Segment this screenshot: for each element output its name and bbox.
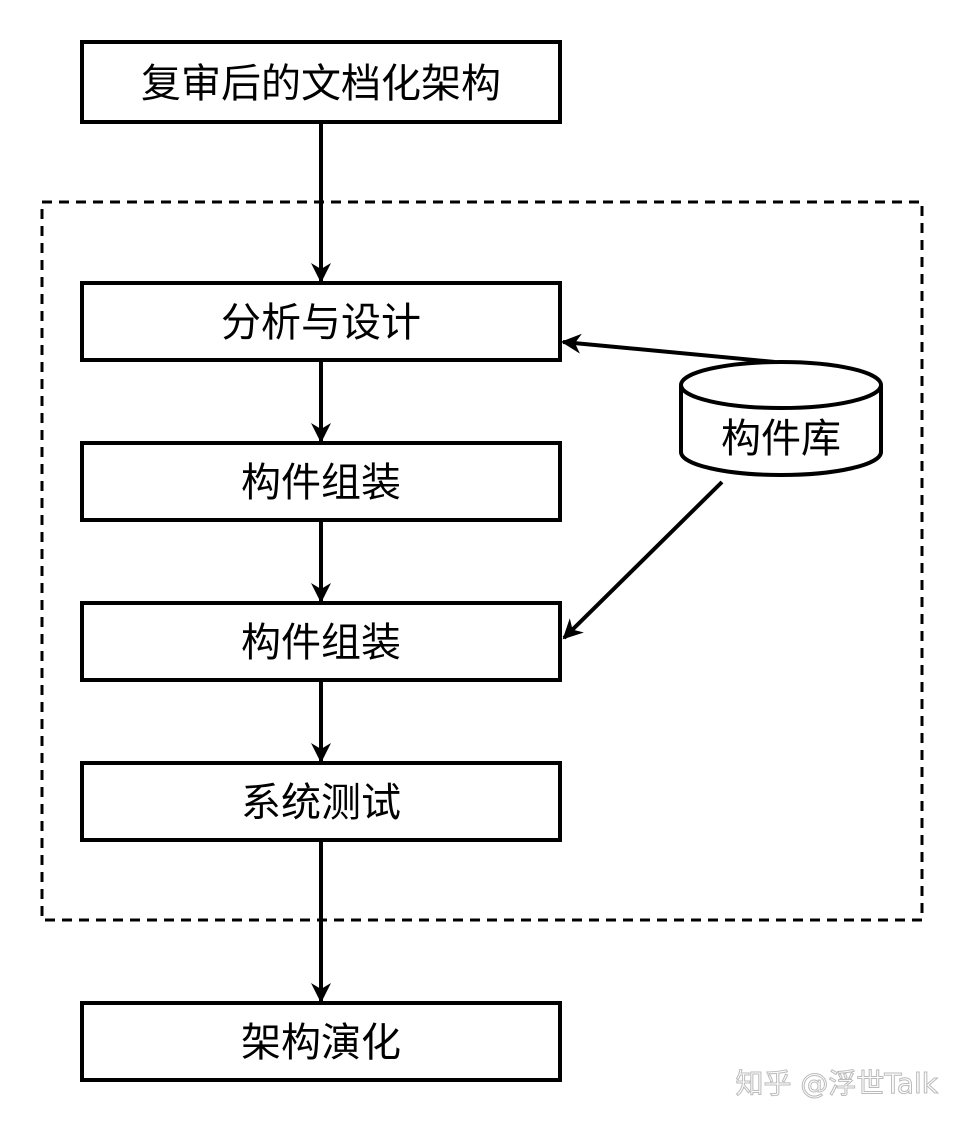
component-library-database-icon: 构件库	[679, 360, 883, 477]
arrow-library-to-assembly2	[562, 480, 724, 640]
node-component-assembly-1: 构件组装	[80, 441, 562, 522]
node-label: 分析与设计	[221, 300, 421, 346]
node-label: 复审后的文档化架构	[141, 61, 501, 107]
node-component-assembly-2: 构件组装	[80, 601, 562, 682]
node-reviewed-architecture: 复审后的文档化架构	[80, 40, 562, 124]
arrow-library-to-analysis	[561, 333, 776, 364]
node-architecture-evolution: 架构演化	[80, 1001, 562, 1082]
node-system-test: 系统测试	[80, 761, 562, 842]
node-label: 系统测试	[241, 780, 401, 826]
node-analysis-design: 分析与设计	[80, 281, 562, 362]
node-label: 架构演化	[241, 1020, 401, 1066]
node-label: 构件组装	[241, 620, 401, 666]
node-label: 构件组装	[241, 460, 401, 506]
node-label: 构件库	[721, 416, 841, 462]
watermark: 知乎 @浮世Talk	[735, 1067, 938, 1100]
edges	[311, 122, 776, 1003]
